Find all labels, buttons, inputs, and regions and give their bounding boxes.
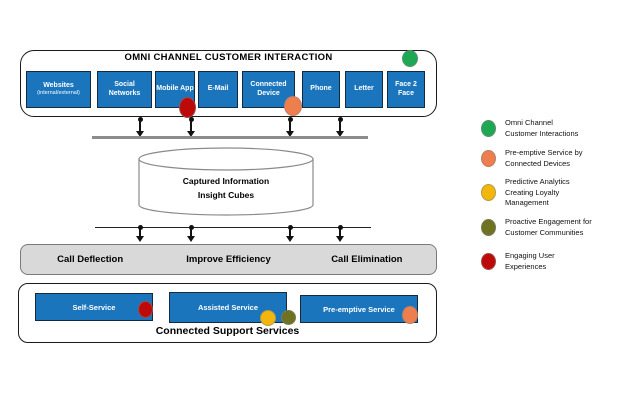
connector-dot — [137, 225, 143, 230]
connector-dot — [188, 117, 194, 122]
outcome-improve-efficiency: Improve Efficiency — [186, 254, 271, 265]
connector-dot — [337, 117, 343, 122]
outcome-call-deflection: Call Deflection — [57, 254, 124, 265]
arrowhead-icon — [136, 131, 144, 137]
connector-line — [339, 121, 341, 132]
arrowhead-icon — [336, 236, 344, 242]
cylinder-label: Captured Information Insight Cubes — [138, 174, 314, 202]
black-divider-line — [95, 227, 371, 229]
legend-item-predictive-analytics: Predictive Analytics Creating Loyalty Ma… — [481, 177, 570, 209]
olive-dot-icon — [481, 219, 496, 236]
connector-dot — [188, 225, 194, 230]
service-box-pre-emptive-service: Pre-emptive Service — [300, 295, 418, 323]
arrowhead-icon — [187, 236, 195, 242]
connector-line — [139, 229, 141, 237]
orange-dot-marker — [402, 306, 418, 324]
outcome-call-elimination: Call Elimination — [331, 254, 403, 265]
cylinder-line2: Insight Cubes — [197, 190, 255, 200]
orange-dot-icon — [481, 150, 496, 167]
legend-label: Pre-emptive Service by Connected Devices — [505, 148, 583, 168]
connector-line — [190, 121, 192, 132]
channel-label: Letter — [354, 85, 374, 93]
legend-item-engaging-user: Engaging User Experiences — [481, 251, 555, 272]
connector-line — [139, 121, 141, 132]
connector-dot — [137, 117, 143, 122]
channel-box-phone: Phone — [302, 71, 340, 108]
gray-divider-line — [92, 136, 368, 139]
legend-label: Engaging User Experiences — [505, 251, 555, 271]
down-arrow-connector — [336, 117, 344, 137]
arrowhead-icon — [187, 131, 195, 137]
down-arrow-connector — [136, 225, 144, 242]
orange-dot-marker — [284, 96, 302, 116]
olive-dot-marker — [281, 310, 296, 325]
support-services-title: Connected Support Services — [155, 325, 300, 337]
arrowhead-icon — [286, 131, 294, 137]
connector-dot — [287, 117, 293, 122]
arrowhead-icon — [136, 236, 144, 242]
yellow-dot-icon — [481, 184, 496, 202]
green-dot-marker — [402, 50, 418, 67]
outcomes-bar: Call Deflection Improve Efficiency Call … — [20, 244, 437, 275]
connector-dot — [287, 225, 293, 230]
channel-label: E-Mail — [207, 85, 229, 93]
connector-dot — [337, 225, 343, 230]
down-arrow-connector — [136, 117, 144, 137]
down-arrow-connector — [336, 225, 344, 242]
arrowhead-icon — [286, 236, 294, 242]
legend-item-pre-emptive-service: Pre-emptive Service by Connected Devices — [481, 148, 583, 169]
channel-label: Connected Device — [250, 81, 287, 97]
red-dot-marker — [179, 97, 196, 118]
red-dot-marker — [138, 301, 153, 318]
arrowhead-icon — [336, 131, 344, 137]
channel-label: Face 2 Face — [395, 81, 417, 97]
legend-label: Proactive Engagement for Customer Commun… — [505, 217, 592, 237]
down-arrow-connector — [187, 117, 195, 137]
green-dot-icon — [481, 120, 496, 137]
connector-line — [190, 229, 192, 237]
channel-box-social-networks: Social Networks — [97, 71, 152, 108]
service-box-self-service: Self-Service — [35, 293, 153, 321]
channel-box-mobile-app: Mobile App — [155, 71, 195, 108]
channel-sublabel: (internal/external) — [37, 90, 80, 97]
legend-label: Predictive Analytics Creating Loyalty Ma… — [505, 177, 570, 207]
channel-label: Phone — [310, 85, 332, 93]
legend-item-proactive-engagement: Proactive Engagement for Customer Commun… — [481, 217, 592, 238]
channel-box-letter: Letter — [345, 71, 383, 108]
database-cylinder-icon — [138, 147, 314, 216]
channel-box-websites: Websites (internal/external) — [26, 71, 91, 108]
omni-channel-title: OMNI CHANNEL CUSTOMER INTERACTION — [124, 52, 333, 63]
channel-box-face-2-face: Face 2 Face — [387, 71, 425, 108]
yellow-dot-marker — [260, 310, 276, 326]
channel-label: Mobile App — [156, 85, 194, 93]
connector-line — [339, 229, 341, 237]
cylinder-line1: Captured Information — [182, 176, 270, 186]
channel-label: Social Networks — [108, 81, 141, 97]
down-arrow-connector — [187, 225, 195, 242]
legend-item-omni-channel: Omni Channel Customer Interactions — [481, 118, 578, 139]
legend-label: Omni Channel Customer Interactions — [505, 118, 579, 138]
down-arrow-connector — [286, 225, 294, 242]
red-dot-icon — [481, 253, 496, 270]
channel-label: Websites — [43, 81, 74, 89]
channel-box-email: E-Mail — [198, 71, 238, 108]
down-arrow-connector — [286, 117, 294, 137]
connector-line — [289, 229, 291, 237]
connector-line — [289, 121, 291, 132]
